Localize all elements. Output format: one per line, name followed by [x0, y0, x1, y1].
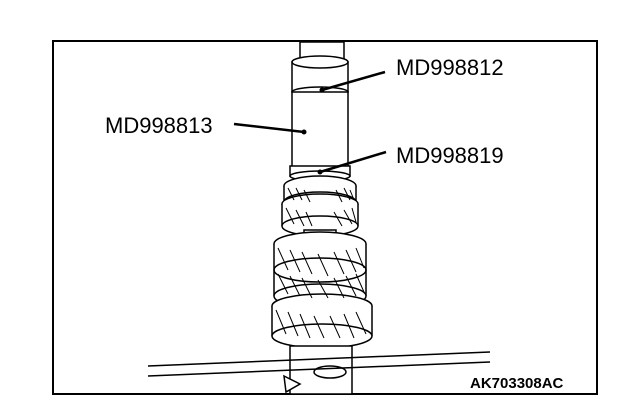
label-md998812: MD998812	[396, 55, 504, 80]
gear-teeth-hatching	[275, 187, 367, 339]
label-md998819: MD998819	[396, 143, 504, 168]
press-arrow-icon	[283, 374, 302, 394]
leader-dots	[301, 87, 325, 175]
press-plate-lines	[147, 351, 491, 377]
label-md998813: MD998813	[105, 113, 213, 138]
tool-md998813	[291, 91, 349, 169]
gear-bottom	[271, 293, 373, 349]
leader-lines	[233, 70, 387, 174]
figure-code: AK703308AC	[470, 375, 564, 392]
